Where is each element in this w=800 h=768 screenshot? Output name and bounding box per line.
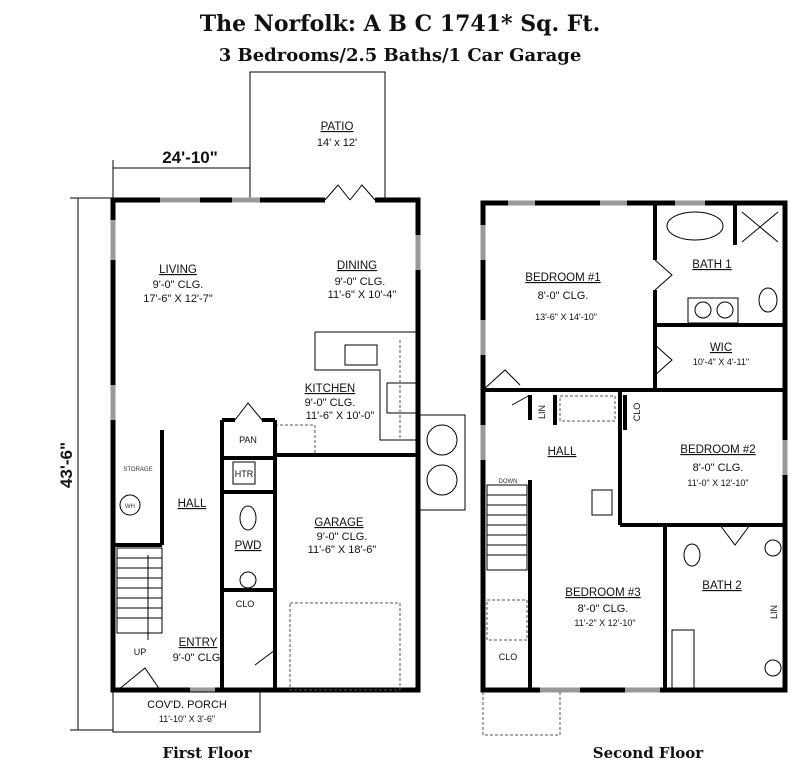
garage-label: GARAGE [314,517,364,529]
patio-label: PATIO [321,121,354,133]
depth-dimension: 43'-6" [57,442,76,488]
bedroom1-ceiling: 8'-0" CLG. [538,290,589,302]
dining-label: DINING [337,260,377,272]
living-ceiling: 9'-0" CLG. [153,279,204,291]
kitchen-ceiling: 9'-0" CLG. [305,397,356,409]
living-label: LIVING [159,264,197,276]
kitchen-size: 11'-6" X 10'-0" [306,410,375,422]
pantry-label: PAN [239,435,257,445]
bedroom2-ceiling: 8'-0" CLG. [693,462,744,474]
second-floor-porch-outline [482,692,561,736]
closet-label: CLO [236,599,255,609]
second-floor: BEDROOM #1 8'-0" CLG. 13'-6" X 14'-10" B… [480,200,788,762]
garage-size: 11'-6" X 18'-6" [308,544,377,556]
heater-label: HTR [235,469,254,479]
dining-size: 11'-6" X 10'-4" [328,289,397,301]
bath2-linen-label: LIN [769,605,779,619]
bedroom3-ceiling: 8'-0" CLG. [578,603,629,615]
kitchen-label: KITCHEN [305,383,355,395]
first-floor-stairs [116,547,163,640]
bedroom3-label: BEDROOM #3 [565,587,640,599]
storage-label: STORAGE [123,467,152,473]
first-floor-caption: First Floor [162,744,252,762]
wic-size: 10'-4" X 4'-11" [693,357,749,367]
porch-label: COV'D. PORCH [147,699,227,711]
bedroom2-label: BEDROOM #2 [680,444,755,456]
garage-door-outline [289,602,401,691]
dining-ceiling: 9'-0" CLG. [335,276,386,288]
linen-label: LIN [537,405,547,419]
bath2-label: BATH 2 [702,580,741,592]
plan-title: The Norfolk: A B C 1741* Sq. Ft. [200,11,601,37]
second-floor-caption: Second Floor [593,744,704,762]
wic-label: WIC [710,342,732,354]
living-size: 17'-6" X 12'-7" [143,293,213,305]
bedroom3-closet-label: CLO [499,652,518,662]
stairs-down-label: DOWN [499,479,518,485]
patio-size: 14' x 12' [317,137,357,149]
first-floor-exterior-wall [110,197,421,693]
bath1-label: BATH 1 [692,259,731,271]
hall-closet-label: CLO [632,403,642,422]
porch-size: 11'-10" X 3'-6" [159,714,215,724]
water-heater-label: WH [125,504,135,510]
second-floor-stairs [486,484,528,641]
stairs-up-label: UP [134,647,147,657]
garage-ceiling: 9'-0" CLG. [317,531,368,543]
width-dimension: 24'-10" [162,148,218,167]
upper-hall-label: HALL [548,446,577,458]
water-heater-icon [119,494,141,516]
bedroom1-label: BEDROOM #1 [525,272,600,284]
powder-room-label: PWD [235,540,262,552]
porch-outline [112,691,261,733]
plan-subtitle: 3 Bedrooms/2.5 Baths/1 Car Garage [219,45,582,66]
bedroom2-size: 11'-0" X 12'-10" [687,478,748,488]
bedroom1-size: 13'-6" X 14'-10" [535,312,597,322]
entry-label: ENTRY [179,637,218,649]
first-floor: 24'-10" 43'-6" PATIO 14' x 12' [57,71,466,762]
hall-label: HALL [178,498,207,510]
patio-outline [249,71,386,201]
entry-ceiling: 9'-0" CLG. [173,652,224,664]
bedroom3-size: 11'-2" X 12'-10" [574,618,635,628]
ac-units [419,414,466,511]
